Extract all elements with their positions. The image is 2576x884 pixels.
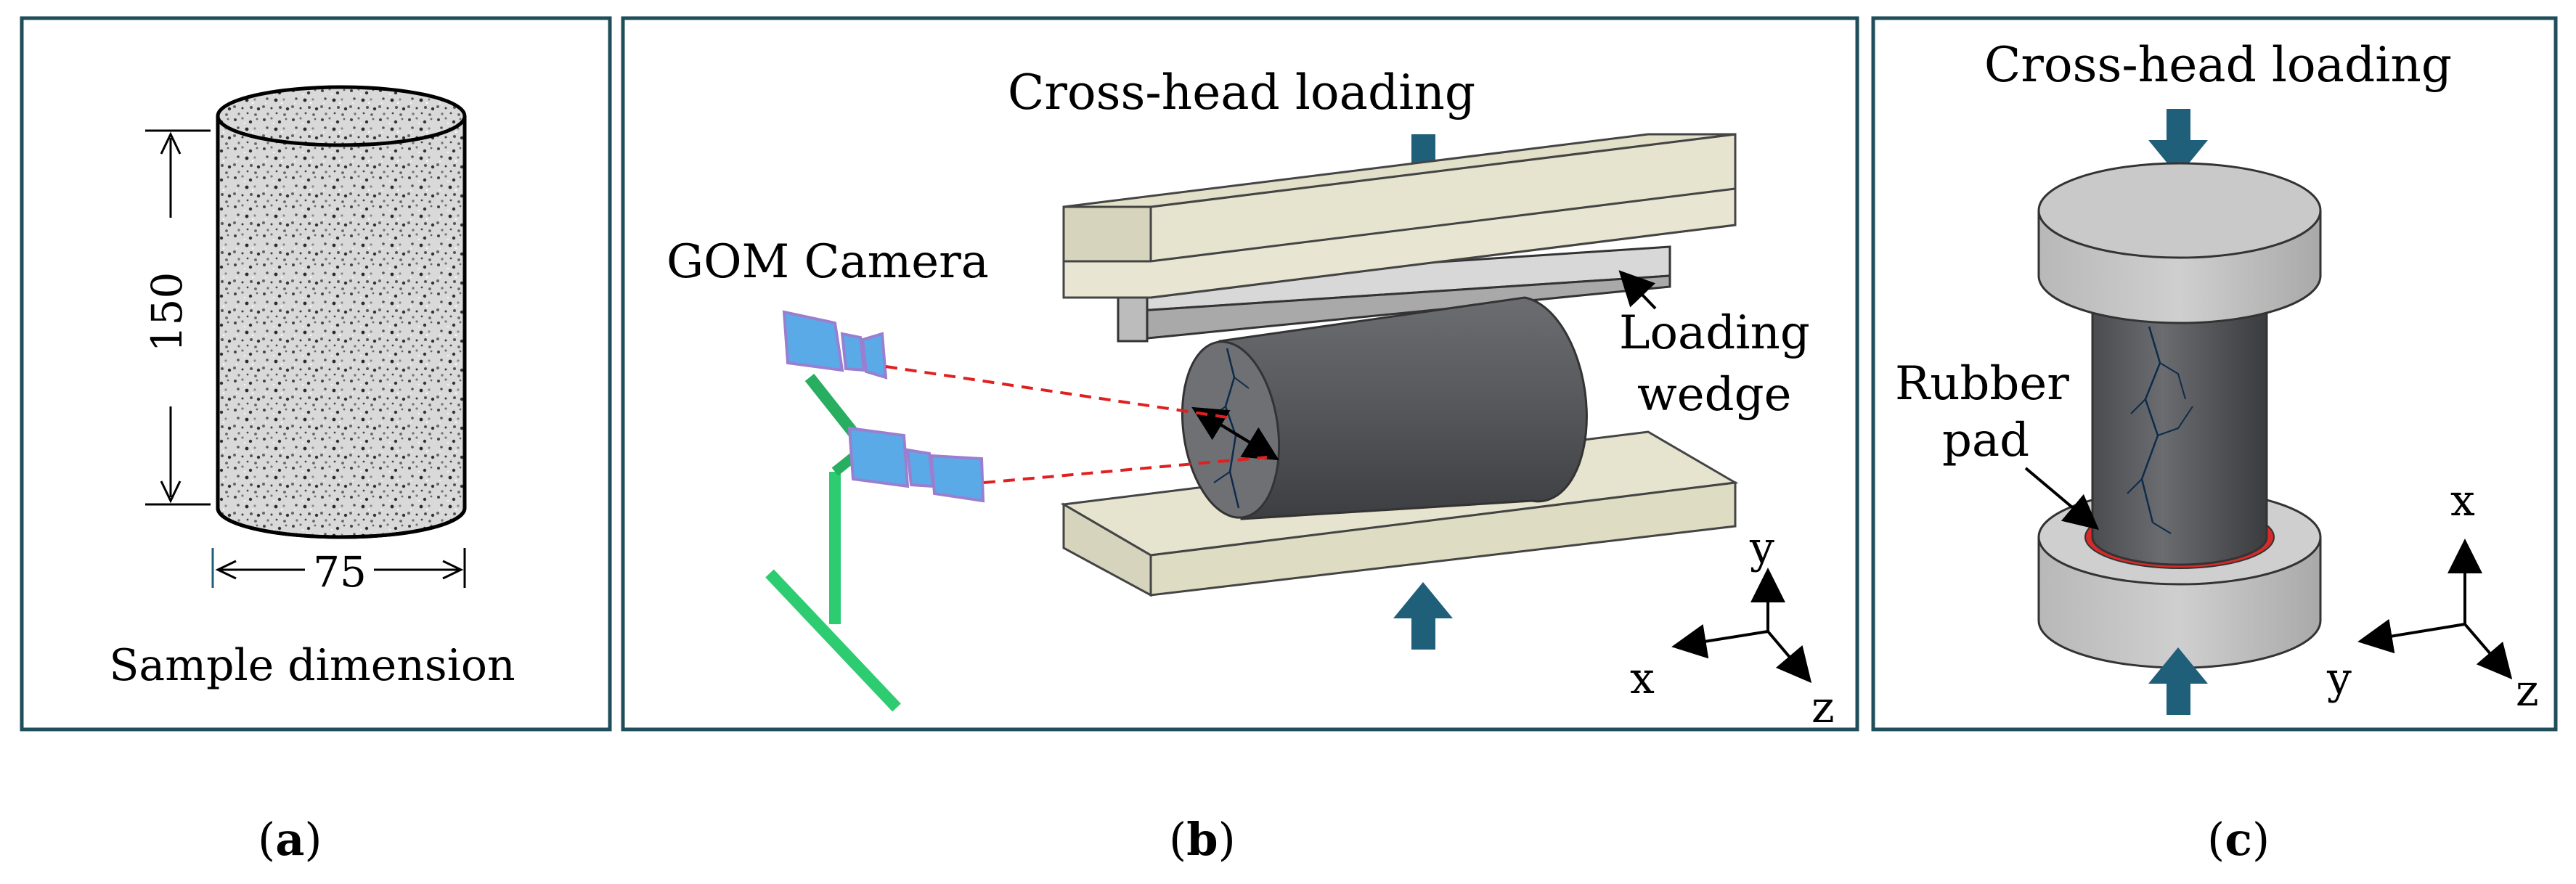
axis-z-label-c: z: [2516, 666, 2539, 716]
wedge-pointer: [1618, 270, 1657, 310]
axis-z-label: z: [1811, 682, 1835, 733]
panel-a: 150 75 Sample dimension: [20, 16, 612, 732]
top-disc: [2037, 162, 2322, 324]
panel-c-axes: x y z: [2326, 475, 2539, 716]
camera-label: GOM Camera: [667, 235, 989, 289]
axis-y-label-c: y: [2326, 653, 2352, 704]
panel-c-label: (c): [2207, 813, 2270, 866]
panel-b-title: Cross-head loading: [1008, 65, 1475, 120]
pad-pointer: [2024, 467, 2100, 531]
lower-camera: [847, 426, 985, 503]
laser-line-lower: [983, 456, 1268, 484]
bottom-load-arrow-c: [2148, 647, 2208, 715]
panel-c: Cross-head loading Rubber pad: [1871, 16, 2558, 732]
axis-x-label-c: x: [2450, 475, 2475, 526]
wedge-label-line2: wedge: [1637, 368, 1791, 422]
pad-label-line2: pad: [1942, 414, 2029, 467]
panel-c-title: Cross-head loading: [1984, 37, 2452, 93]
width-value: 75: [313, 547, 367, 597]
panel-a-label: (a): [258, 813, 322, 866]
axis-y-label: y: [1749, 523, 1774, 573]
panel-a-caption: Sample dimension: [109, 640, 515, 691]
panel-b-label: (b): [1169, 813, 1236, 866]
bottom-load-arrow: [1393, 582, 1453, 650]
width-dimension: 75: [211, 547, 466, 597]
upper-camera: [782, 310, 888, 380]
pad-label-line1: Rubber: [1895, 357, 2069, 411]
height-value: 150: [142, 272, 192, 353]
panel-b: Cross-head loading: [621, 16, 1859, 733]
wedge-label-line1: Loading: [1619, 306, 1810, 360]
top-load-arrow-c: [2148, 109, 2208, 176]
top-plate: [1062, 133, 1737, 299]
axis-x-label: x: [1630, 653, 1655, 704]
height-dimension: 150: [142, 129, 211, 506]
vertical-specimen: [2091, 282, 2268, 566]
panel-b-axes: y x z: [1630, 523, 1835, 733]
horizontal-specimen: [1181, 296, 1588, 520]
speckled-cylinder: [216, 85, 467, 539]
